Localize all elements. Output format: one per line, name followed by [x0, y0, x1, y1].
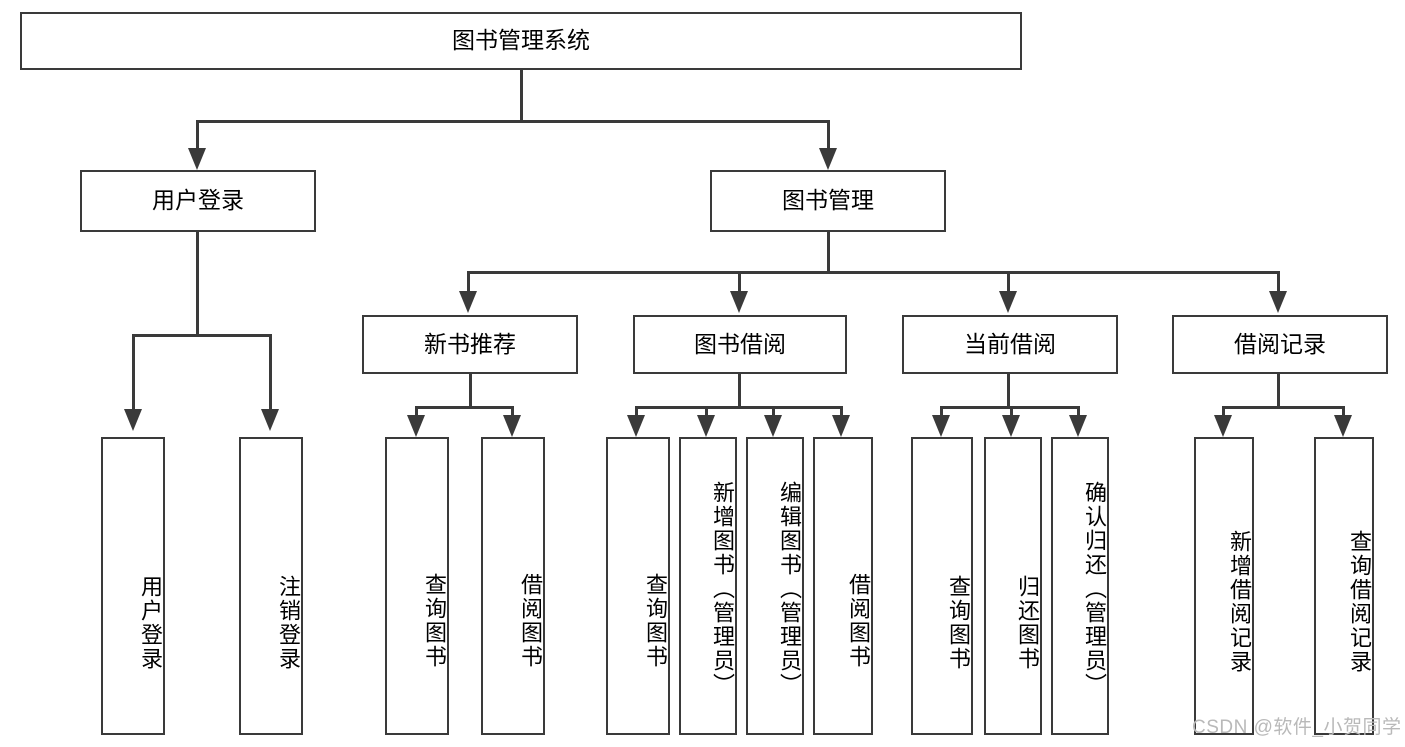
node-book-management[interactable]: 图书管理 — [710, 170, 946, 232]
arrowhead-login-child-1 — [124, 409, 142, 431]
arrowhead-to-user-login — [188, 148, 206, 170]
connector-borrow-drop-3 — [772, 406, 775, 418]
connector-borrow-drop-2 — [705, 406, 708, 418]
connector-login-stem — [196, 232, 199, 336]
node-leaf-logout[interactable]: 注销登录 — [239, 437, 303, 735]
connector-manage-drop-4 — [1277, 271, 1280, 293]
connector-manage-bus — [467, 271, 1280, 274]
arrowhead-current-child-2 — [1002, 415, 1020, 437]
connector-login-drop-1 — [132, 334, 135, 412]
connector-borrow-stem — [738, 374, 741, 408]
node-new-book-recommendation[interactable]: 新书推荐 — [362, 315, 578, 374]
node-leaf-query-book-borrowing[interactable]: 查询图书 — [606, 437, 670, 735]
connector-root-drop-right — [827, 120, 830, 152]
node-leaf-user-login[interactable]: 用户登录 — [101, 437, 165, 735]
connector-root-drop-left — [196, 120, 199, 152]
connector-record-drop-1 — [1222, 406, 1225, 418]
node-borrowing-records[interactable]: 借阅记录 — [1172, 315, 1388, 374]
node-root-book-management-system[interactable]: 图书管理系统 — [20, 12, 1022, 70]
connector-newbook-stem — [469, 374, 472, 408]
connector-record-drop-2 — [1342, 406, 1345, 418]
node-leaf-query-book-current[interactable]: 查询图书 — [911, 437, 973, 735]
node-book-borrowing[interactable]: 图书借阅 — [633, 315, 847, 374]
arrowhead-borrow-child-4 — [832, 415, 850, 437]
connector-manage-drop-3 — [1007, 271, 1010, 293]
connector-current-drop-1 — [940, 406, 943, 418]
arrowhead-current-child-1 — [932, 415, 950, 437]
node-leaf-query-borrowing-record[interactable]: 查询借阅记录 — [1314, 437, 1374, 735]
arrowhead-current-child-3 — [1069, 415, 1087, 437]
arrowhead-newbook-child-1 — [407, 415, 425, 437]
connector-root-stem — [520, 70, 523, 122]
connector-newbook-drop-2 — [511, 406, 514, 418]
arrowhead-record-child-2 — [1334, 415, 1352, 437]
connector-record-bus — [1222, 406, 1344, 409]
connector-manage-drop-1 — [467, 271, 470, 293]
node-leaf-add-borrowing-record[interactable]: 新增借阅记录 — [1194, 437, 1254, 735]
node-current-borrowing[interactable]: 当前借阅 — [902, 315, 1118, 374]
arrowhead-login-child-2 — [261, 409, 279, 431]
connector-newbook-bus — [415, 406, 513, 409]
connector-borrow-bus — [635, 406, 843, 409]
arrowhead-manage-child-4 — [1269, 291, 1287, 313]
connector-manage-drop-2 — [738, 271, 741, 293]
arrowhead-manage-child-2 — [730, 291, 748, 313]
connector-record-stem — [1277, 374, 1280, 408]
arrowhead-manage-child-1 — [459, 291, 477, 313]
node-leaf-query-book-recommendation[interactable]: 查询图书 — [385, 437, 449, 735]
connector-current-drop-2 — [1010, 406, 1013, 418]
arrowhead-borrow-child-3 — [764, 415, 782, 437]
node-user-login[interactable]: 用户登录 — [80, 170, 316, 232]
connector-root-bus — [197, 120, 830, 123]
node-leaf-add-book-admin[interactable]: 新增图书（管理员） — [679, 437, 737, 735]
arrowhead-to-book-manage — [819, 148, 837, 170]
arrowhead-record-child-1 — [1214, 415, 1232, 437]
connector-current-stem — [1007, 374, 1010, 408]
connector-current-drop-3 — [1077, 406, 1080, 418]
node-leaf-borrow-book-recommendation[interactable]: 借阅图书 — [481, 437, 545, 735]
node-leaf-confirm-return-admin[interactable]: 确认归还（管理员） — [1051, 437, 1109, 735]
node-leaf-borrow-book[interactable]: 借阅图书 — [813, 437, 873, 735]
arrowhead-newbook-child-2 — [503, 415, 521, 437]
arrowhead-borrow-child-1 — [627, 415, 645, 437]
arrowhead-manage-child-3 — [999, 291, 1017, 313]
node-leaf-edit-book-admin[interactable]: 编辑图书（管理员） — [746, 437, 804, 735]
node-leaf-return-book[interactable]: 归还图书 — [984, 437, 1042, 735]
arrowhead-borrow-child-2 — [697, 415, 715, 437]
connector-borrow-drop-1 — [635, 406, 638, 418]
connector-manage-stem — [827, 232, 830, 273]
csdn-watermark: CSDN @软件_小贺同学 — [1192, 717, 1402, 738]
connector-borrow-drop-4 — [840, 406, 843, 418]
connector-login-drop-2 — [269, 334, 272, 412]
connector-login-bus — [132, 334, 272, 337]
connector-newbook-drop-1 — [415, 406, 418, 418]
